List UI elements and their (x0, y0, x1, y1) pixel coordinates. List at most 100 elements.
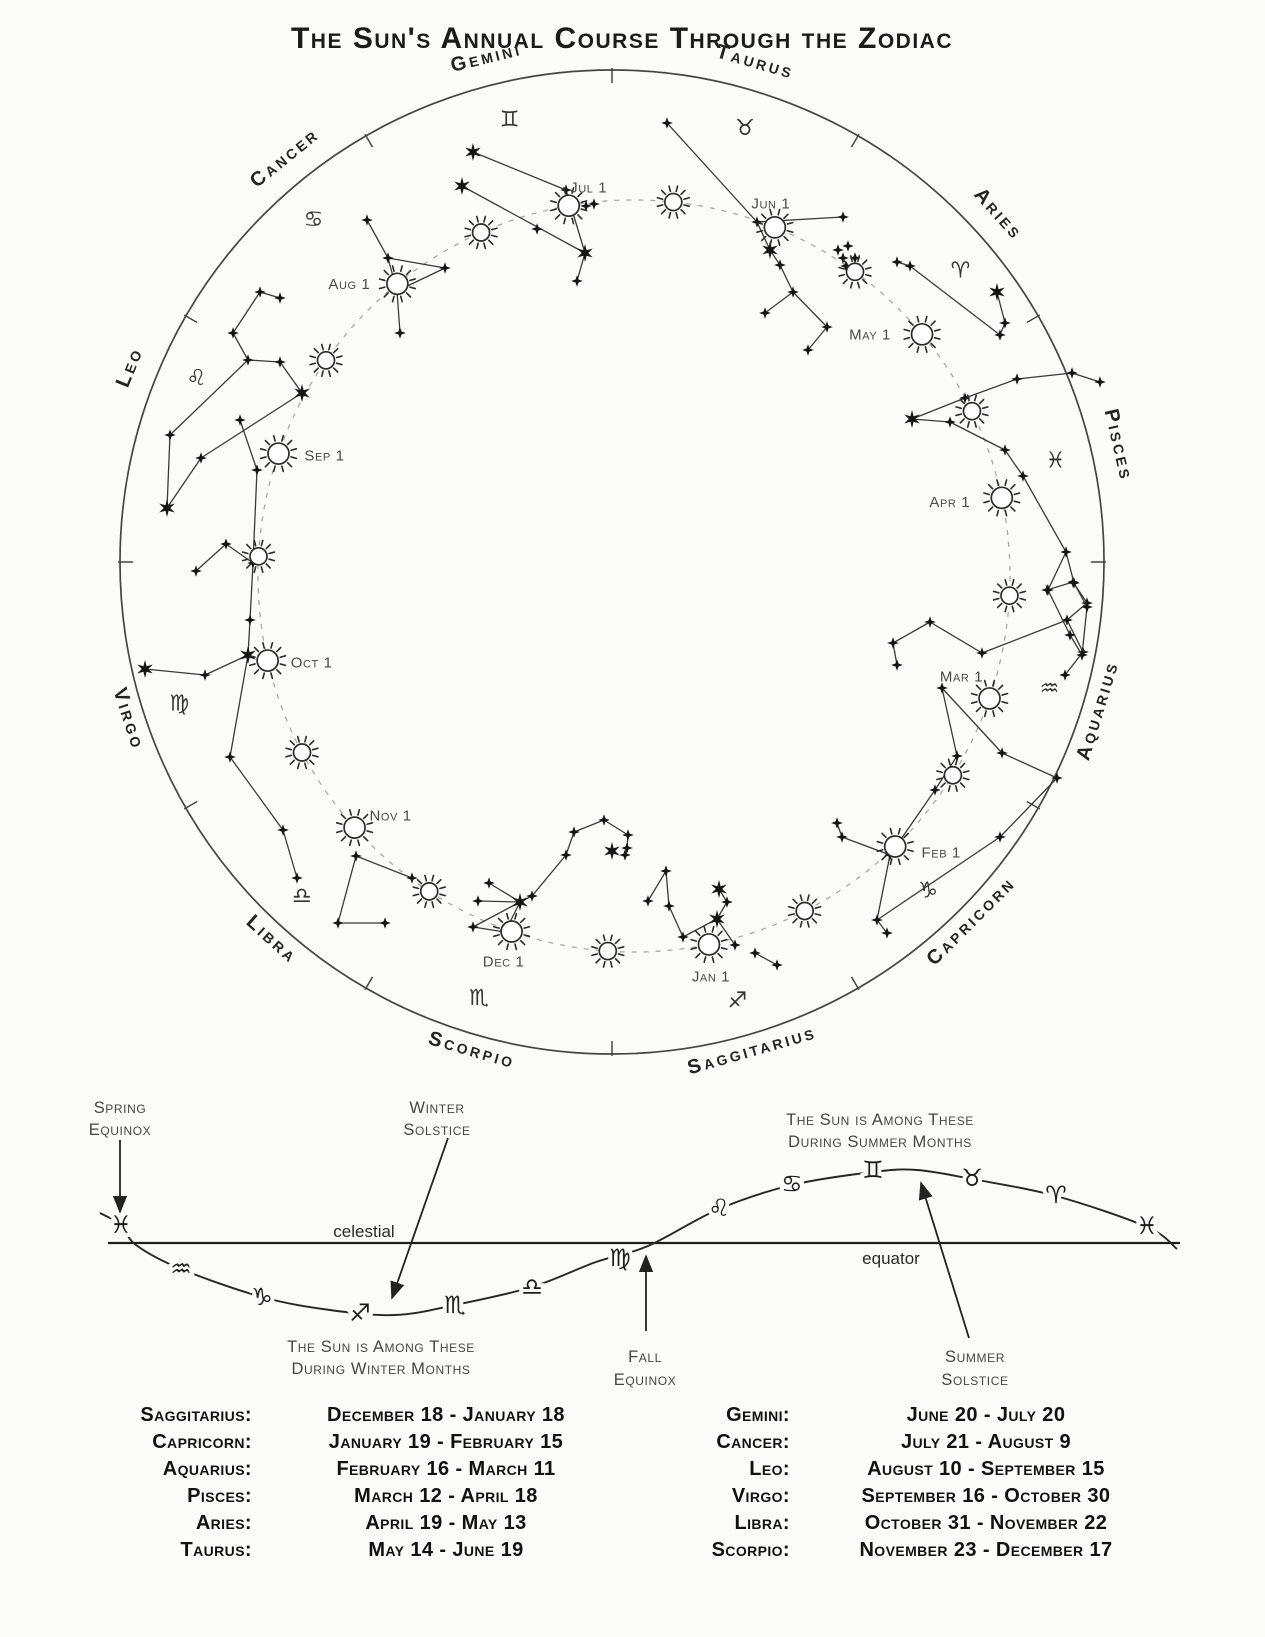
constellation-aries (891, 256, 1011, 341)
star (832, 244, 844, 256)
sun-ray (475, 215, 480, 223)
sun-mid-month (464, 215, 498, 250)
constellation-line (200, 392, 303, 459)
sun-ray (849, 281, 853, 289)
star (361, 214, 373, 226)
wave-symbol-gemini: ♊ (862, 1156, 884, 1184)
sun-ray (602, 960, 606, 968)
sun-ray (378, 278, 386, 282)
sun-ray (983, 500, 991, 504)
sun-jul-1 (550, 187, 588, 225)
sun-ray (787, 913, 795, 917)
star (677, 931, 689, 943)
sun-ray (436, 898, 442, 904)
sun-ray (550, 200, 557, 204)
sun-disc (978, 687, 1001, 710)
bright-star (711, 880, 727, 898)
sun-ray (906, 840, 914, 844)
sun-ray (357, 808, 361, 816)
sun-ray (997, 706, 1004, 713)
constellation-line (166, 434, 171, 509)
sun-ray (253, 566, 257, 574)
sun-ray (563, 187, 567, 194)
sector-tick (183, 314, 198, 324)
constellation-line (169, 359, 249, 436)
wave-symbol-scorpio: ♏ (444, 1291, 466, 1319)
constellation-line (252, 469, 258, 564)
sign-name-cancer: Cancer (246, 123, 324, 192)
star (774, 259, 786, 271)
wave-symbol-virgo: ♍ (609, 1244, 631, 1272)
sun-ray (756, 229, 764, 233)
star (891, 659, 903, 671)
sun-ray (675, 185, 679, 193)
constellation-line (941, 687, 1003, 754)
star (1042, 584, 1054, 596)
sector-tick (183, 800, 198, 810)
sun-disc (500, 920, 523, 943)
sun-ray (861, 278, 868, 285)
sun-ray (814, 913, 822, 917)
sun-path-dashed-circle (257, 199, 1011, 953)
sun-date-label-feb-1: Feb 1 (922, 844, 961, 861)
sun-ray (997, 602, 1003, 609)
sign-symbol-libra: ♎ (292, 884, 312, 909)
bright-star (159, 499, 175, 517)
sun-ray (962, 777, 970, 781)
equator-label: equator (862, 1249, 920, 1268)
date-range-leo: August 10 - September 15 (867, 1458, 1105, 1480)
sun-ray (981, 413, 989, 417)
sun-ray (906, 849, 914, 853)
sun-ray (490, 227, 498, 231)
sign-label-virgo: Virgo: (731, 1485, 790, 1507)
star (1068, 577, 1080, 589)
sun-ray (332, 347, 339, 354)
star (254, 286, 266, 298)
sun-ray (987, 506, 994, 512)
star (350, 850, 362, 862)
sun-ray (289, 759, 296, 765)
sun-ray (366, 822, 374, 826)
sun-ray (978, 418, 985, 424)
sun-ray (366, 830, 374, 834)
sun-ray (720, 947, 728, 951)
sun-ray (279, 654, 287, 659)
constellation-line (716, 918, 736, 946)
sun-ray (876, 849, 884, 853)
star (951, 750, 963, 762)
star (787, 286, 799, 298)
constellation-line (603, 819, 629, 836)
sun-ray (281, 434, 285, 442)
sun-ray (464, 234, 472, 238)
sun-ray (799, 920, 803, 928)
sun-ray (1019, 590, 1027, 594)
sun-disc (343, 816, 366, 839)
sun-ray (811, 917, 818, 924)
constellation-line (665, 870, 670, 907)
sun-ray (272, 465, 276, 473)
constellation-line (279, 361, 303, 394)
sun-ray (296, 735, 300, 743)
star (164, 429, 176, 441)
sun-ray (617, 946, 625, 950)
sun-ray (955, 406, 963, 410)
sun-ray (973, 420, 978, 428)
sun-ray (668, 185, 672, 193)
sun-mid-month (241, 539, 276, 574)
sun-ray (903, 328, 911, 332)
constellation-line (282, 829, 298, 879)
sun-ray (1001, 700, 1009, 705)
star (251, 464, 263, 476)
date-range-cancer: July 21 - August 9 (901, 1431, 1071, 1453)
sign-label-pisces: Pisces: (187, 1485, 252, 1507)
winter-solstice-arrow (390, 1137, 449, 1300)
star (598, 814, 610, 826)
sun-ray (962, 770, 970, 774)
constellation-line (911, 418, 951, 423)
star (244, 614, 256, 626)
constellation-line (144, 668, 206, 676)
sun-ray (783, 235, 789, 242)
constellation-line (1001, 752, 1058, 779)
sun-ray (357, 839, 361, 847)
zodiac-wheel: Gemini♊Taurus♉Aries♈Pisces♓Aquarius♒Capr… (108, 38, 1137, 1079)
